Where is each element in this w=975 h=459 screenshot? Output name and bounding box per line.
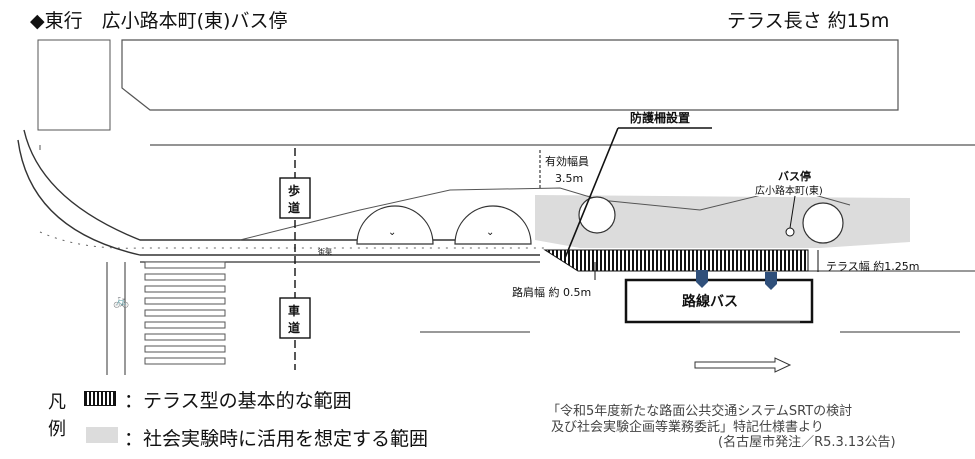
building-outline (121, 39, 899, 111)
tree-mark-1: ⌄ (388, 227, 396, 238)
tree-semicircle-2 (454, 205, 532, 245)
bus-door-sign-1 (696, 270, 708, 288)
terrace-width-label: テラス幅 約1.25m (826, 259, 919, 273)
crosswalk (144, 261, 226, 365)
shoulder-width-label: 路肩幅 約 0.5m (512, 285, 591, 299)
fence-leader (564, 127, 619, 259)
tree-semicircle-1 (356, 205, 434, 245)
sidewalk-label-2: 道 (288, 200, 300, 215)
bus-stop-leader (789, 195, 796, 229)
fence-label: 防護柵設置 (630, 110, 690, 125)
terrace-length-label: テラス長さ 約15m (727, 10, 890, 32)
curb-small-label: 街渠 (318, 247, 332, 256)
bus-stop-label-box (750, 170, 844, 196)
tree-mark-2: ⌄ (486, 227, 494, 238)
bus-door-sign-2 (765, 272, 777, 290)
sidewalk-label-1: 歩 (288, 183, 300, 198)
effective-width-value: 3.5m (555, 172, 583, 185)
roadway-label-1: 車 (288, 303, 300, 318)
bus-stop-name: 広小路本町(東) (755, 184, 823, 197)
roadway-label-box (279, 297, 311, 339)
legend-swatch-extended (86, 427, 118, 443)
corner-curb (23, 129, 520, 241)
bicycle-icon: 🚲 (113, 294, 129, 309)
tree-circle-2 (802, 202, 844, 244)
source-line-3: (名古屋市発注／R5.3.13公告) (718, 435, 896, 450)
effective-width-label: 有効幅員 (545, 154, 589, 168)
left-building-outline (37, 39, 111, 131)
bus-stop-pole (785, 227, 795, 237)
page-title: ◆東行 広小路本町(東)バス停 (30, 10, 288, 32)
source-line-2: 及び社会実験企画等業務委託」特記仕様書より (551, 420, 824, 435)
sidewalk-label-box (279, 177, 311, 219)
corner-curb-outer (17, 139, 540, 256)
legend-swatch-terrace (84, 391, 116, 406)
legend-item-extended: ：社会実験時に活用を想定する範囲 (124, 428, 429, 450)
terrace-hatched-area (543, 249, 809, 272)
legend-kanji-1: 凡 (48, 392, 66, 413)
legend-kanji-2: 例 (48, 419, 66, 440)
legend-item-terrace: ：テラス型の基本的な範囲 (124, 390, 352, 412)
route-bus-label: 路線バス (682, 293, 738, 310)
source-line-1: 「令和5年度新たな路面公共交通システムSRTの検討 (547, 404, 853, 419)
bus-stop-label: バス停 (778, 169, 811, 183)
lane-arrow (694, 357, 792, 373)
route-bus-box (624, 278, 814, 324)
tree-circle-1 (578, 196, 616, 234)
roadway-label-2: 道 (288, 320, 300, 335)
